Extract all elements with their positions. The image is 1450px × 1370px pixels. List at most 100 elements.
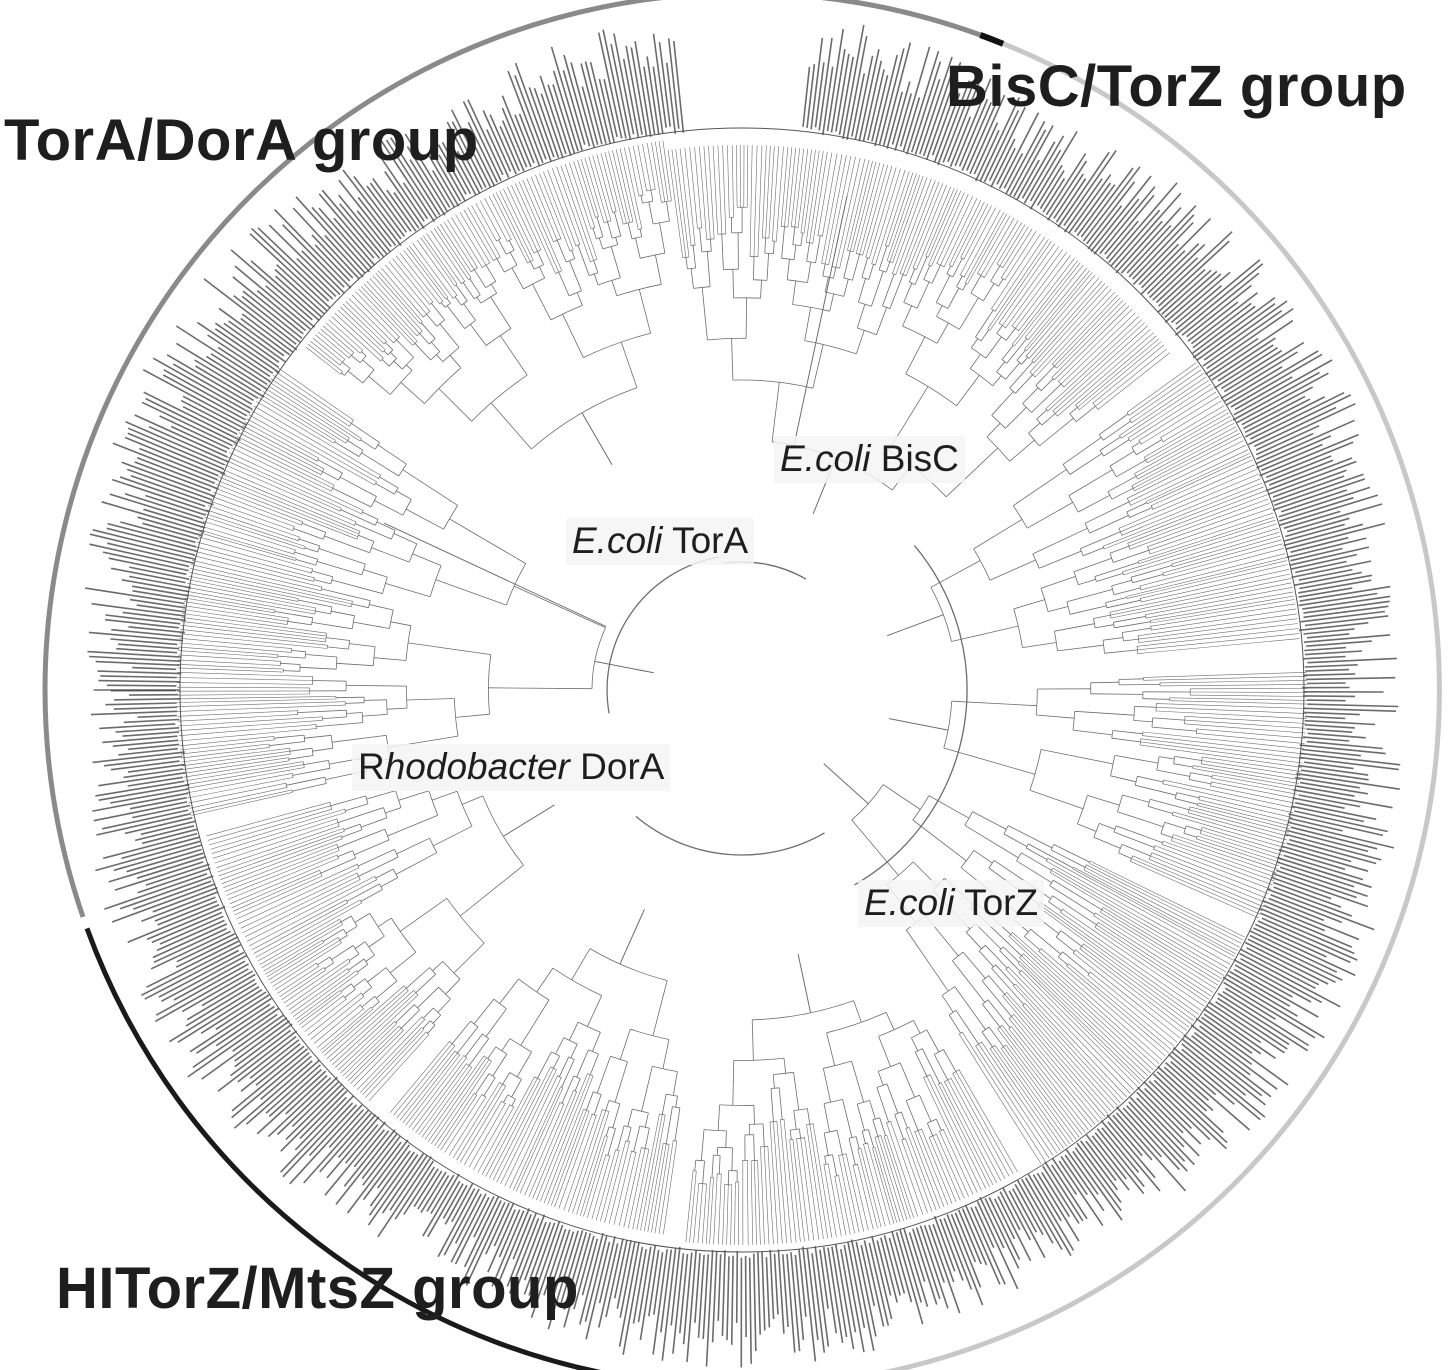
leaf-branch <box>654 1144 670 1234</box>
leaf-label-text <box>393 192 420 229</box>
leaf-branch <box>1145 412 1229 461</box>
leaf-label-text <box>372 178 412 232</box>
leaf-label-text <box>194 359 259 399</box>
node-arc <box>429 301 434 305</box>
internal-branch <box>1190 772 1213 777</box>
leaf-label-text <box>993 1198 1016 1240</box>
internal-branch <box>913 1020 921 1034</box>
leaf-branch <box>375 272 421 324</box>
node-arc <box>986 436 1011 462</box>
internal-branch <box>1073 557 1112 573</box>
leaf-branch <box>888 172 914 247</box>
leaf-branch <box>1008 1018 1096 1125</box>
leaf-branch <box>1018 258 1075 331</box>
leaf-label-text <box>102 832 198 860</box>
internal-branch <box>569 260 582 291</box>
leaf-branch <box>377 270 423 322</box>
leaf-branch <box>943 1129 974 1195</box>
internal-branch <box>721 233 724 270</box>
leaf-branch <box>1190 694 1308 697</box>
internal-branch <box>317 459 343 474</box>
leaf-branch <box>1004 231 1037 281</box>
leaf-label-text <box>260 1055 312 1101</box>
clade-stem <box>594 660 654 674</box>
node-arc <box>297 536 300 542</box>
leaf-branch <box>396 1045 456 1119</box>
node-arc <box>1008 932 1013 937</box>
internal-branch <box>402 469 458 506</box>
leaf-label-text <box>175 325 268 385</box>
leaf-label-text <box>437 144 467 195</box>
leaf-label-text <box>1011 1188 1038 1233</box>
node-arc <box>344 808 347 813</box>
leaf-label-text <box>110 760 180 771</box>
leaf-branch <box>183 601 289 619</box>
node-arc <box>1079 943 1084 950</box>
internal-branch <box>855 330 865 355</box>
leaf-label-text <box>613 33 635 135</box>
node-arc <box>493 256 501 262</box>
leaf-label-text <box>115 727 180 733</box>
node-arc <box>941 986 956 996</box>
leaf-label-text <box>639 1245 656 1341</box>
leaf-branch <box>1156 707 1307 714</box>
internal-branch <box>381 359 390 367</box>
leaf-branch <box>393 1043 453 1116</box>
leaf-branch <box>177 698 337 703</box>
leaf-branch <box>187 777 294 799</box>
leaf-label-text <box>753 1253 757 1352</box>
leaf-label-text <box>295 196 366 274</box>
leaf-branch <box>181 747 290 763</box>
node-arc <box>682 256 690 259</box>
leaf-branch <box>263 924 343 972</box>
leaf-label-text <box>990 138 1016 188</box>
node-arc <box>1072 867 1074 869</box>
leaf-branch <box>479 200 501 239</box>
leaf-label-text <box>210 353 268 390</box>
leaf-branch <box>1081 946 1190 1028</box>
node-arc <box>1131 447 1137 456</box>
internal-branch <box>1057 644 1104 652</box>
leaf-branch <box>227 456 342 509</box>
leaf-branch <box>834 1176 847 1236</box>
internal-branch <box>926 1122 934 1136</box>
node-arc <box>304 546 306 550</box>
node-arc <box>386 699 388 715</box>
node-arc <box>356 970 359 974</box>
leaf-label-text <box>409 159 446 216</box>
leaf-label-text <box>998 112 1040 189</box>
node-arc <box>322 940 325 943</box>
internal-branch <box>943 1049 957 1072</box>
leaf-branch <box>328 319 363 351</box>
internal-branch <box>620 341 638 388</box>
leaf-label-text <box>98 783 190 801</box>
leaf-branch <box>334 992 417 1068</box>
internal-branch <box>299 666 337 670</box>
leaf-label-text <box>1299 585 1391 602</box>
leaf-branch <box>186 773 293 794</box>
leaf-branch <box>259 918 340 965</box>
leaf-label-text <box>100 675 177 679</box>
internal-branch <box>914 1051 928 1077</box>
internal-branch <box>473 998 495 1025</box>
leaf-label-text <box>1278 486 1371 518</box>
internal-branch <box>641 1066 653 1112</box>
leaf-label-text <box>573 1235 595 1310</box>
node-arc <box>345 437 350 444</box>
leaf-label-text <box>1158 240 1230 307</box>
leaf-branch <box>584 157 605 223</box>
leaf-branch <box>420 237 456 287</box>
node-arc <box>690 244 696 246</box>
leaf-branch <box>1066 965 1169 1053</box>
leaf-label-text <box>265 285 316 328</box>
internal-branch <box>361 995 375 1008</box>
leaf-label-text <box>144 949 239 1000</box>
internal-branch <box>556 240 567 263</box>
leaf-branch <box>1060 312 1136 385</box>
leaf-label-text <box>1008 1190 1046 1259</box>
internal-branch <box>858 278 866 303</box>
leaf-branch <box>430 230 466 282</box>
node-arc <box>603 220 612 224</box>
leaf-label-text <box>950 1214 982 1288</box>
leaf-branch <box>190 568 352 605</box>
